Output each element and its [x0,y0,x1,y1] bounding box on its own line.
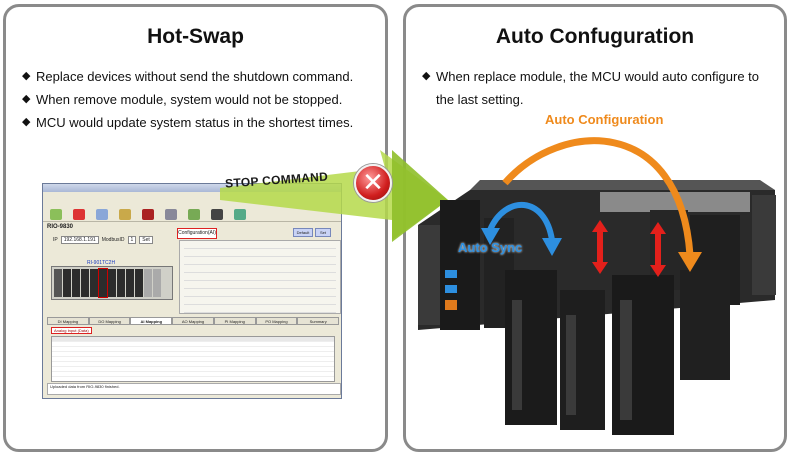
tab-pi-mapping[interactable]: PI Mapping [213,317,256,325]
hot-swap-bullet: ◆MCU would update system status in the s… [22,111,375,134]
auto-configuration-label: Auto Configuration [545,112,664,127]
save-icon [211,209,223,220]
diamond-icon: ◆ [422,70,431,82]
hot-swap-bullet-list: ◆Replace devices without send the shutdo… [22,65,375,134]
rack-slot[interactable] [81,269,89,297]
stop-arrow [220,150,448,240]
toolbar-button[interactable] [230,199,250,221]
module-rack [51,266,173,300]
config-row [184,289,336,297]
ip-label: IP [53,237,58,243]
connect-icon [50,209,62,220]
status-bar: Uploaded data from RIO-9830 finished. [47,383,341,395]
rack-slot[interactable] [54,269,62,297]
tab-ao-mapping[interactable]: AO Mapping [172,317,214,325]
toolbar-button[interactable] [161,199,181,221]
diamond-icon: ◆ [22,93,31,105]
config-row [184,265,336,273]
hot-swap-title: Hot-Swap [147,25,244,48]
removed-modules [505,270,730,435]
auto-configuration-title: Auto Confuguration [495,25,695,48]
analog-input-label: Analog Input (Data) [51,327,92,334]
diamond-icon: ◆ [22,116,31,128]
modbus-label: ModbusID [101,237,125,243]
monitor-icon [142,209,154,220]
rack-slot[interactable] [108,269,116,297]
table-row [52,362,334,367]
tab-summary[interactable]: Summary [297,317,340,325]
config-row [184,257,336,265]
window-titlebar [43,184,341,192]
table-row [52,352,334,357]
rack-slot[interactable] [63,269,71,297]
configuration-grid [179,240,341,314]
utility-software-window: RIO-9830 IP 192.168.1.191 ModbusID 1 Set… [42,183,342,399]
auto-sync-arc [487,202,555,241]
auto-sync-label: Auto Sync [458,240,523,255]
table-row [52,372,334,377]
table-row [52,337,334,342]
table-row [52,367,334,372]
config-row [184,297,336,305]
diamond-icon: ◆ [22,70,31,82]
toolbar-button[interactable] [115,199,135,221]
default-button[interactable]: Default [293,228,313,237]
upload-icon [96,209,108,220]
hot-swap-bullet: ◆When remove module, system would not be… [22,88,375,111]
toolbar-button[interactable] [69,199,89,221]
disconnect-icon [73,209,85,220]
module-label: RI-901TC2H [87,260,116,266]
rack-slot[interactable] [72,269,80,297]
config-row [184,249,336,257]
auto-sync-arrowhead-b [542,238,562,256]
exit-icon [234,209,246,220]
download-icon [119,209,131,220]
stop-arrow-tip [392,150,448,242]
toolbar-button[interactable] [92,199,112,221]
toolbar [43,199,341,222]
toolbar-button[interactable] [184,199,204,221]
load-icon [188,209,200,220]
auto-configuration-arrowhead [678,252,702,272]
config-row [184,281,336,289]
tab-di-mapping[interactable]: DI Mapping [47,317,89,325]
auto-configuration-bullet: ◆When replace module, the MCU would auto… [422,65,774,111]
table-row [52,347,334,352]
tab-po-mapping[interactable]: PO Mapping [255,317,298,325]
ip-row: IP 192.168.1.191 ModbusID 1 Set [53,236,153,244]
red-swap-arrows [592,220,666,277]
config-row [184,305,336,313]
rack-slot[interactable] [117,269,125,297]
tab-ai-mapping[interactable]: AI Mapping [130,317,173,325]
config-set-button[interactable]: Set [315,228,331,237]
toolbar-button[interactable] [207,199,227,221]
trend-icon [165,209,177,220]
toolbar-button[interactable] [138,199,158,221]
config-row [184,273,336,281]
modbus-id-input[interactable]: 1 [127,236,137,244]
table-row [52,357,334,362]
configuration-tab[interactable]: Configuration(AI) [177,228,217,239]
rack-slot[interactable] [153,269,161,297]
rack-slot[interactable] [135,269,143,297]
hot-swap-bullet: ◆Replace devices without send the shutdo… [22,65,375,88]
mapping-table [51,336,335,382]
rack-slot[interactable] [144,269,152,297]
device-name: RIO-9830 [47,224,74,230]
ip-input[interactable]: 192.168.1.191 [60,236,99,244]
auto-configuration-bullet-list: ◆When replace module, the MCU would auto… [422,65,774,111]
rack-slot[interactable] [126,269,134,297]
rack-slot[interactable] [90,269,98,297]
rack-slot-selected[interactable] [98,268,108,298]
toolbar-button[interactable] [46,199,66,221]
config-row [184,241,336,249]
table-row [52,342,334,347]
tab-do-mapping[interactable]: DO Mapping [88,317,131,325]
auto-configuration-arc [502,137,694,256]
auto-sync-arrowhead-a [481,228,500,245]
set-button[interactable]: Set [139,236,153,244]
stop-x-icon: ✕ [354,164,392,202]
mapping-tabs: DI Mapping DO Mapping AI Mapping AO Mapp… [47,317,340,325]
